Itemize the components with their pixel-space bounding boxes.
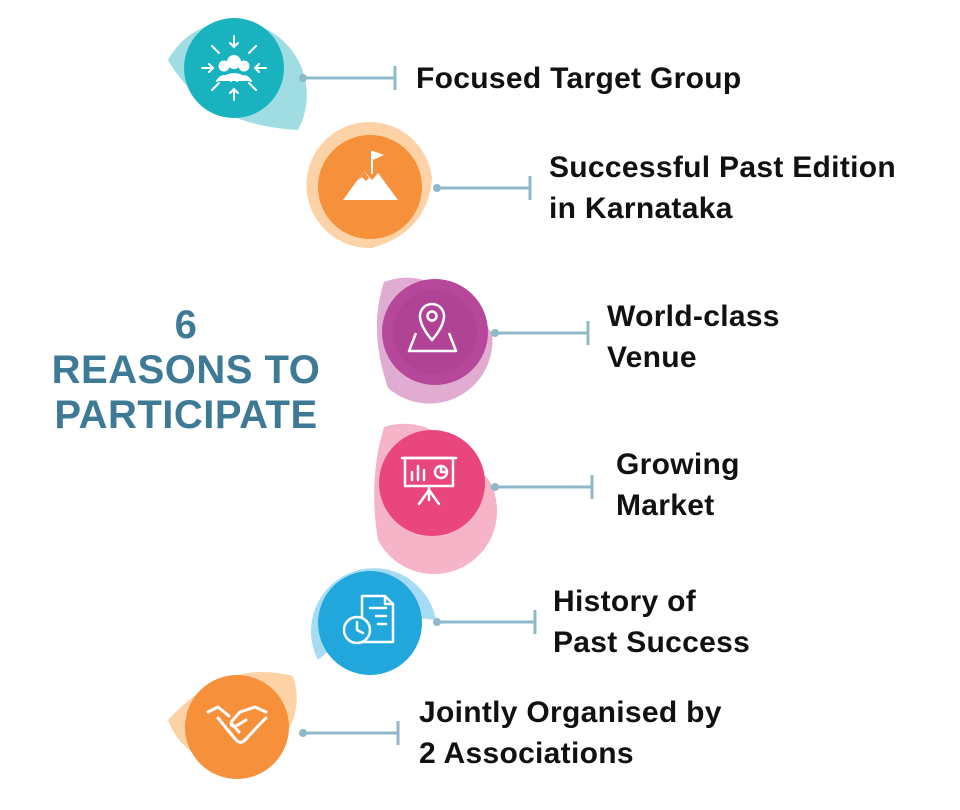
reason-5-connector — [433, 610, 537, 634]
page-title: 6 REASONS TO PARTICIPATE — [10, 303, 362, 438]
reason-5-line-1: History of — [553, 585, 697, 618]
reason-4-connector — [491, 475, 594, 499]
reason-3-circle — [382, 279, 488, 385]
people-target-icon — [201, 35, 267, 101]
reason-3-connector — [491, 321, 590, 345]
reason-item-4 — [374, 423, 594, 575]
reason-2-connector — [433, 176, 532, 200]
reason-label-6: Jointly Organised by 2 Associations — [419, 692, 722, 774]
reason-6-line-1: Jointly Organised by — [419, 696, 722, 729]
document-clock-icon — [342, 594, 395, 645]
reason-1-connector — [299, 66, 397, 90]
reason-6-line-2: 2 Associations — [419, 737, 634, 770]
reason-item-6 — [168, 671, 400, 779]
title-line-participate: PARTICIPATE — [54, 393, 318, 437]
reason-item-3 — [376, 277, 590, 404]
reason-item-1 — [168, 18, 397, 131]
handshake-icon — [206, 705, 268, 744]
reason-4-line-1: Growing — [616, 448, 740, 481]
reason-item-2 — [306, 122, 532, 249]
reason-label-1: Focused Target Group — [416, 58, 741, 99]
reason-label-4: Growing Market — [616, 444, 740, 526]
reason-4-line-2: Market — [616, 489, 715, 522]
reason-3-line-2: Venue — [607, 341, 697, 374]
reason-5-circle — [318, 571, 422, 675]
title-line-reasons: REASONS TO — [51, 348, 321, 392]
title-number: 6 — [174, 303, 198, 347]
reason-5-line-2: Past Success — [553, 626, 751, 659]
reason-item-5 — [310, 568, 537, 675]
location-pin-icon — [407, 302, 458, 353]
reason-2-line-2: in Karnataka — [549, 192, 733, 225]
mountain-flag-icon — [343, 151, 398, 200]
reason-label-3: World-class Venue — [607, 296, 780, 378]
reason-6-connector — [299, 721, 400, 745]
reason-1-line-1: Focused Target Group — [416, 62, 742, 95]
reason-label-5: History of Past Success — [553, 581, 750, 663]
reason-3-line-1: World-class — [607, 300, 780, 333]
presentation-chart-icon — [400, 456, 458, 506]
reason-2-line-1: Successful Past Edition — [549, 151, 896, 184]
reason-label-2: Successful Past Edition in Karnataka — [549, 147, 896, 229]
reason-4-circle — [379, 430, 485, 536]
